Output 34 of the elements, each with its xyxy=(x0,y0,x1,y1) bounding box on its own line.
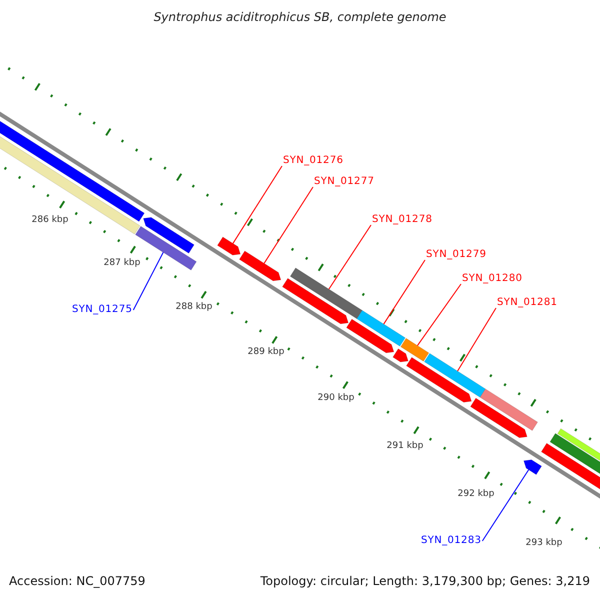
scale-label: 287 kbp xyxy=(104,259,140,268)
gene-label: SYN_01281 xyxy=(497,298,558,308)
gene-block xyxy=(217,236,241,256)
scale-label: 292 kbp xyxy=(458,490,494,499)
gene-block xyxy=(239,250,282,282)
scale-label: 288 kbp xyxy=(176,303,212,312)
gene-block xyxy=(400,338,430,362)
gene-label: SYN_01280 xyxy=(462,274,522,284)
leader-line xyxy=(264,186,314,264)
scale-label: 293 kbp xyxy=(526,539,562,548)
leader-line xyxy=(457,308,496,372)
gene-block xyxy=(524,459,542,475)
gene-block xyxy=(290,268,362,320)
leader-line xyxy=(383,260,426,325)
gene-label: SYN_01278 xyxy=(372,215,432,225)
leader-line xyxy=(416,284,462,346)
gene-block xyxy=(356,310,406,346)
accession-text: Accession: NC_007759 xyxy=(9,575,146,587)
leader-line xyxy=(328,224,372,290)
gene-label: SYN_01279 xyxy=(426,250,486,260)
leader-line xyxy=(482,469,530,542)
scale-label: 290 kbp xyxy=(318,394,354,403)
genome-summary: Topology: circular; Length: 3,179,300 bp; Genes: 3,219 xyxy=(260,575,590,587)
scale-label: 286 kbp xyxy=(32,216,68,225)
gene-label: SYN_01275 xyxy=(72,305,132,315)
gene-block xyxy=(424,353,486,398)
gene-label: SYN_01276 xyxy=(283,156,344,166)
scale-label: 291 kbp xyxy=(386,442,424,451)
title: Syntrophus aciditrophicus SB, complete genome xyxy=(152,11,448,23)
gene-label: SYN_01277 xyxy=(314,177,374,187)
leader-line xyxy=(132,252,164,310)
scale-label: 289 kbp xyxy=(248,348,284,357)
leader-line xyxy=(232,166,282,244)
gene-label: SYN_01283 xyxy=(421,536,482,546)
